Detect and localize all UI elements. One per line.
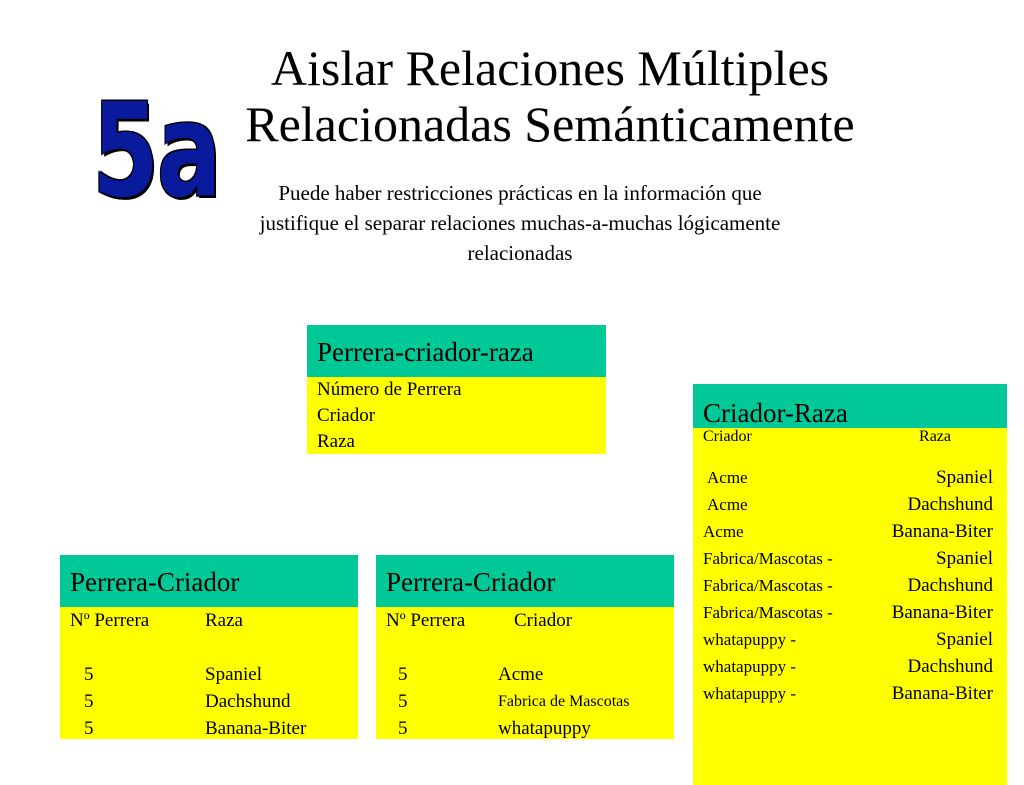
table-row: 5 whatapuppy bbox=[386, 715, 664, 742]
cell: 5 bbox=[84, 691, 94, 712]
cell: whatapuppy - bbox=[703, 684, 797, 703]
cell: Acme bbox=[707, 495, 748, 514]
table-row: Fabrica/Mascotas - Dachshund bbox=[703, 572, 997, 599]
table-perrera-raza: Perrera-Criador Nº Perrera Raza 5 Spanie… bbox=[60, 555, 358, 739]
cell: Dachshund bbox=[205, 691, 291, 712]
table-row: 5 Acme bbox=[386, 661, 664, 688]
cell: Acme bbox=[707, 468, 748, 487]
cell: Spaniel bbox=[936, 629, 993, 650]
column-header: Raza bbox=[919, 428, 951, 445]
cell: Acme bbox=[703, 522, 744, 541]
table-row: Acme Banana-Biter bbox=[703, 518, 997, 545]
table-title: Perrera-Criador bbox=[60, 555, 358, 607]
table-row: whatapuppy - Spaniel bbox=[703, 626, 997, 653]
table-row: Acme Dachshund bbox=[703, 491, 997, 518]
table-row: 5 Banana-Biter bbox=[70, 715, 348, 742]
cell: 5 bbox=[84, 664, 94, 685]
table-title: Perrera-Criador bbox=[376, 555, 674, 607]
table-header-row: Nº Perrera Raza bbox=[70, 607, 348, 634]
cell: Spaniel bbox=[936, 467, 993, 488]
cell: 5 bbox=[398, 718, 408, 739]
cell: 5 bbox=[398, 691, 408, 712]
cell: whatapuppy - bbox=[703, 630, 797, 649]
column-header: Nº Perrera bbox=[386, 610, 466, 631]
subtitle-line-1: Puede haber restricciones prácticas en l… bbox=[278, 181, 762, 205]
cell: Dachshund bbox=[907, 494, 993, 515]
table-header-row: Nº Perrera Criador bbox=[386, 607, 664, 634]
section-badge: 5a bbox=[92, 75, 222, 227]
table-body: Nº Perrera Criador 5 Acme 5 Fabrica de M… bbox=[376, 607, 674, 739]
column-header: Raza bbox=[205, 610, 243, 631]
table-row: whatapuppy - Dachshund bbox=[703, 653, 997, 680]
slide-title: Aislar Relaciones Múltiples Relacionadas… bbox=[180, 40, 920, 152]
cell: Fabrica/Mascotas - bbox=[703, 549, 833, 568]
table-fields: Número de Perrera Criador Raza bbox=[307, 377, 606, 454]
field-item: Número de Perrera bbox=[317, 379, 462, 400]
cell: whatapuppy - bbox=[703, 657, 797, 676]
cell: Banana-Biter bbox=[205, 718, 307, 739]
subtitle-line-2: justifique el separar relaciones muchas-… bbox=[259, 211, 781, 235]
table-row: whatapuppy - Banana-Biter bbox=[703, 680, 997, 707]
table-row: Fabrica/Mascotas - Spaniel bbox=[703, 545, 997, 572]
column-header: Criador bbox=[703, 428, 752, 445]
cell: 5 bbox=[398, 664, 408, 685]
title-line-1: Aislar Relaciones Múltiples bbox=[270, 40, 830, 96]
table-body: Nº Perrera Raza 5 Spaniel 5 Dachshund 5 … bbox=[60, 607, 358, 739]
cell: 5 bbox=[84, 718, 94, 739]
column-header: Criador bbox=[514, 610, 573, 631]
table-header-row: Criador Raza bbox=[703, 428, 997, 446]
table-title: Perrera-criador-raza bbox=[307, 325, 606, 377]
cell: Banana-Biter bbox=[891, 683, 993, 704]
cell: Banana-Biter bbox=[891, 521, 993, 542]
table-title: Criador-Raza bbox=[693, 384, 1007, 428]
table-row: 5 Spaniel bbox=[70, 661, 348, 688]
field-item: Raza bbox=[317, 431, 355, 452]
cell: whatapuppy bbox=[498, 718, 591, 739]
table-perrera-criador-raza: Perrera-criador-raza Número de Perrera C… bbox=[307, 325, 606, 454]
table-row: Fabrica/Mascotas - Banana-Biter bbox=[703, 599, 997, 626]
cell: Fabrica de Mascotas bbox=[498, 693, 630, 710]
cell: Spaniel bbox=[936, 548, 993, 569]
subtitle-line-3: relacionadas bbox=[467, 241, 573, 265]
table-body: Criador Raza Acme Spaniel Acme Dachshund… bbox=[693, 428, 1007, 785]
table-row: Acme Spaniel bbox=[703, 464, 997, 491]
table-row: 5 Fabrica de Mascotas bbox=[386, 688, 664, 715]
cell: Fabrica/Mascotas - bbox=[703, 576, 833, 595]
column-header: Nº Perrera bbox=[70, 610, 150, 631]
table-criador-raza: Criador-Raza Criador Raza Acme Spaniel A… bbox=[693, 384, 1007, 785]
cell: Spaniel bbox=[205, 664, 262, 685]
cell: Dachshund bbox=[907, 575, 993, 596]
cell: Dachshund bbox=[907, 656, 993, 677]
slide-subtitle: Puede haber restricciones prácticas en l… bbox=[180, 178, 860, 268]
title-line-2: Relacionadas Semánticamente bbox=[245, 96, 855, 152]
field-item: Criador bbox=[317, 405, 376, 426]
table-row: 5 Dachshund bbox=[70, 688, 348, 715]
cell: Banana-Biter bbox=[891, 602, 993, 623]
cell: Acme bbox=[498, 664, 544, 685]
cell: Fabrica/Mascotas - bbox=[703, 603, 833, 622]
table-perrera-criador: Perrera-Criador Nº Perrera Criador 5 Acm… bbox=[376, 555, 674, 739]
